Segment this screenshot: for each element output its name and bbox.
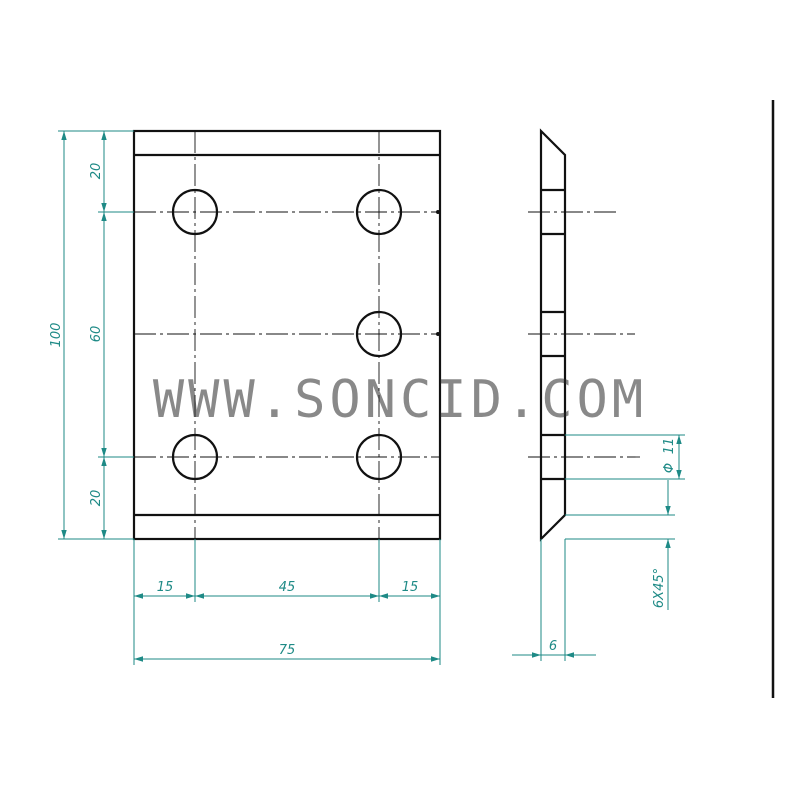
- side-profile: [539, 128, 567, 542]
- front-view: [132, 129, 442, 541]
- dim-width-mid: 45: [279, 580, 296, 595]
- dim-hole-diameter: 11: [662, 438, 677, 455]
- watermark-text: WWW.SONCID.COM: [153, 370, 647, 430]
- diameter-symbol: Φ: [662, 463, 677, 473]
- dim-thickness: 6: [549, 639, 557, 654]
- dim-width-right: 15: [402, 580, 419, 595]
- dim-width-left: 15: [157, 580, 174, 595]
- hole-middle-right: [355, 310, 403, 358]
- dim-height-bottom: 20: [89, 490, 104, 507]
- hole-top-right: [355, 188, 403, 236]
- dim-width-total: 75: [279, 643, 296, 658]
- hole-bottom-right: [355, 433, 403, 481]
- side-dimensions: 11 Φ 6X45° 6: [512, 434, 685, 661]
- dim-height-top: 20: [89, 163, 104, 180]
- dim-height-mid: 60: [89, 326, 104, 343]
- edge-dot-middle: [436, 332, 440, 336]
- side-view: [528, 128, 640, 542]
- hole-top-left: [171, 188, 219, 236]
- plate-outline: [132, 129, 442, 541]
- dim-height-total: 100: [49, 323, 64, 348]
- hole-bottom-left: [171, 433, 219, 481]
- front-dimensions: 100 20 60 20 15 45 15 75: [49, 130, 441, 665]
- edge-dot-top: [436, 210, 440, 214]
- dim-chamfer: 6X45°: [652, 568, 667, 608]
